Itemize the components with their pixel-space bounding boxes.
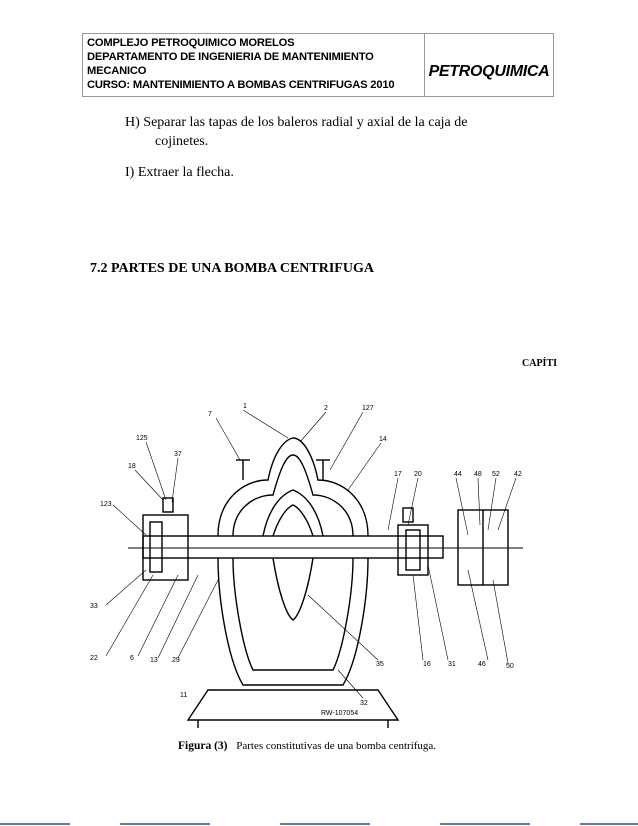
- part-label-17: 17: [394, 471, 402, 478]
- figure-caption-text: Partes constitutivas de una bomba centrí…: [236, 740, 437, 752]
- part-label-29: 29: [172, 657, 180, 664]
- step-h: H) Separar las tapas de los baleros radi…: [125, 113, 525, 151]
- part-label-33: 33: [90, 603, 98, 610]
- part-label-2: 2: [324, 405, 328, 412]
- step-i-text: Extraer la flecha.: [137, 165, 234, 180]
- part-label-127: 127: [362, 405, 374, 412]
- part-label-125: 125: [136, 435, 148, 442]
- part-label-46: 46: [478, 661, 486, 668]
- header-line-1: COMPLEJO PETROQUIMICO MORELOS: [87, 37, 295, 49]
- part-label-7: 7: [208, 411, 212, 418]
- figure-caption: Figura (3) Partes constitutivas de una b…: [178, 740, 436, 752]
- part-label-1: 1: [243, 403, 247, 410]
- impeller: [262, 489, 324, 537]
- diagram-stamp: RW-107054: [321, 710, 358, 717]
- step-h-text-1: Separar las tapas de los baleros radial …: [143, 115, 468, 130]
- header-line-2: DEPARTAMENTO DE INGENIERIA DE MANTENIMIE…: [87, 51, 374, 63]
- part-label-44: 44: [454, 471, 462, 478]
- part-label-11: 11: [180, 692, 187, 699]
- left-bearing-housing: [142, 514, 189, 581]
- part-label-18: 18: [128, 463, 136, 470]
- part-label-13: 13: [150, 657, 158, 664]
- figure-corner-text: CAPÍTI: [522, 358, 558, 369]
- section-title: 7.2 PARTES DE UNA BOMBA CENTRIFUGA: [90, 261, 374, 276]
- step-h-label: H): [125, 115, 140, 130]
- header-line-4: CURSO: MANTENIMIENTO A BOMBAS CENTRIFUGA…: [87, 79, 395, 91]
- part-label-48: 48: [474, 471, 482, 478]
- part-label-52: 52: [492, 471, 500, 478]
- casing-bottom: [217, 557, 369, 686]
- part-label-42: 42: [514, 471, 522, 478]
- part-label-35: 35: [376, 661, 384, 668]
- part-label-6: 6: [130, 655, 134, 662]
- right-bearing-housing: [397, 524, 429, 576]
- pump-base: [186, 689, 400, 721]
- figure-caption-label: Figura (3): [178, 740, 228, 752]
- part-label-14: 14: [379, 436, 387, 443]
- part-label-50: 50: [506, 663, 514, 670]
- page-bottom-border: [0, 820, 638, 826]
- casing-top: [217, 437, 369, 537]
- part-label-20: 20: [414, 471, 422, 478]
- header-institution: COMPLEJO PETROQUIMICO MORELOS DEPARTAMEN…: [83, 34, 425, 96]
- step-i-label: I): [125, 165, 135, 180]
- part-label-32: 32: [360, 700, 368, 707]
- part-label-123: 123: [100, 501, 112, 508]
- document-header: COMPLEJO PETROQUIMICO MORELOS DEPARTAMEN…: [82, 33, 554, 97]
- header-line-3: MECANICO: [87, 65, 147, 77]
- pump-diagram: 1 2 127 7 125 37 14 18 17 20 44 48 52 42…: [90, 403, 523, 728]
- part-label-37: 37: [174, 451, 182, 458]
- part-label-22: 22: [90, 655, 98, 662]
- step-i: I) Extraer la flecha.: [125, 163, 234, 182]
- header-brand: PETROQUIMICA: [428, 63, 550, 80]
- step-h-text-2: cojinetes.: [155, 134, 209, 149]
- part-label-31: 31: [448, 661, 456, 668]
- part-label-16: 16: [423, 661, 431, 668]
